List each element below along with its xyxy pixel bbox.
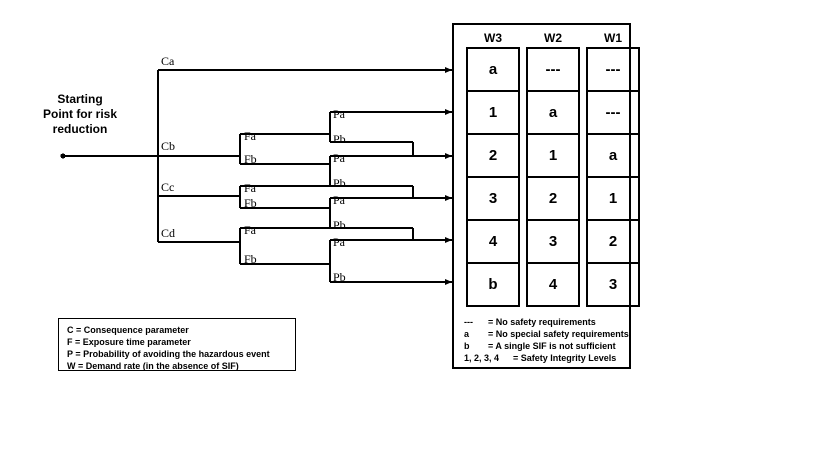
- branch-label-cc: Cc: [161, 180, 175, 194]
- branch-label-pa-2: Pa: [333, 151, 345, 165]
- branch-label-pb-1: Pb: [333, 132, 346, 146]
- table-row: 2: [488, 147, 498, 164]
- table-row: 1: [488, 104, 498, 121]
- branch-label-fa-cd: Fa: [244, 223, 256, 237]
- starting-point-label: Starting Point for risk reduction: [28, 92, 132, 137]
- branch-label-cd: Cd: [161, 226, 176, 240]
- table-legend-key-a: a: [464, 329, 470, 339]
- table-row: a: [608, 147, 618, 164]
- branch-label-pb-3: Pb: [333, 218, 346, 232]
- branch-label-ca: Ca: [161, 54, 175, 68]
- branch-label-cb: Cb: [161, 139, 176, 153]
- table-legend-text-dashes: = No safety requirements: [488, 317, 596, 327]
- table-row: 4: [548, 276, 558, 293]
- table-row: ---: [545, 61, 561, 78]
- parameter-legend-box: C = Consequence parameter F = Exposure t…: [58, 318, 296, 371]
- table-row: 1: [548, 147, 558, 164]
- table-row: b: [488, 276, 498, 293]
- starting-point-label-line-3: reduction: [52, 122, 108, 136]
- branch-label-pa-3: Pa: [333, 193, 345, 207]
- parameter-legend-item-f: F = Exposure time parameter: [67, 337, 191, 347]
- starting-point-label-line-1: Starting: [57, 92, 103, 106]
- table-legend-key-dashes: ---: [464, 317, 473, 327]
- table-row: 3: [608, 276, 618, 293]
- table-header-w1: W1: [604, 31, 622, 45]
- branch-label-pa-1: Pa: [333, 107, 345, 121]
- branch-label-fb-cb: Fb: [244, 152, 257, 166]
- table-row: 1: [608, 190, 618, 207]
- table-row: a: [548, 104, 558, 121]
- branch-label-pb-4: Pb: [333, 270, 346, 284]
- table-row: 2: [548, 190, 558, 207]
- table-legend-key-b: b: [464, 341, 470, 351]
- table-row: 3: [488, 190, 498, 207]
- starting-point-label-line-2: Point for risk: [42, 107, 117, 121]
- table-row: 3: [548, 233, 558, 250]
- table-header-w3: W3: [484, 31, 502, 45]
- table-legend-key-sil: 1, 2, 3, 4: [464, 353, 500, 363]
- branch-label-fb-cc: Fb: [244, 196, 257, 210]
- branch-label-fa-cb: Fa: [244, 129, 256, 143]
- parameter-legend-item-p: P = Probability of avoiding the hazardou…: [67, 349, 270, 359]
- table-legend-text-a: = No special safety requirements: [488, 329, 629, 339]
- branch-label-fa-cc: Fa: [244, 181, 256, 195]
- parameter-legend-item-w: W = Demand rate (in the absence of SIF): [67, 361, 239, 371]
- table-row: ---: [605, 61, 621, 78]
- table-row: 4: [488, 233, 498, 250]
- table-header-w2: W2: [544, 31, 562, 45]
- table-legend-text-b: = A single SIF is not sufficient: [488, 341, 616, 351]
- parameter-legend-item-c: C = Consequence parameter: [67, 325, 189, 335]
- table-legend-text-sil: = Safety Integrity Levels: [513, 353, 617, 363]
- branch-label-fb-cd: Fb: [244, 252, 257, 266]
- table-row: ---: [605, 104, 621, 121]
- branch-label-pa-4: Pa: [333, 235, 345, 249]
- branch-label-pb-2: Pb: [333, 176, 346, 190]
- table-row: 2: [608, 233, 618, 250]
- table-row: a: [488, 61, 498, 78]
